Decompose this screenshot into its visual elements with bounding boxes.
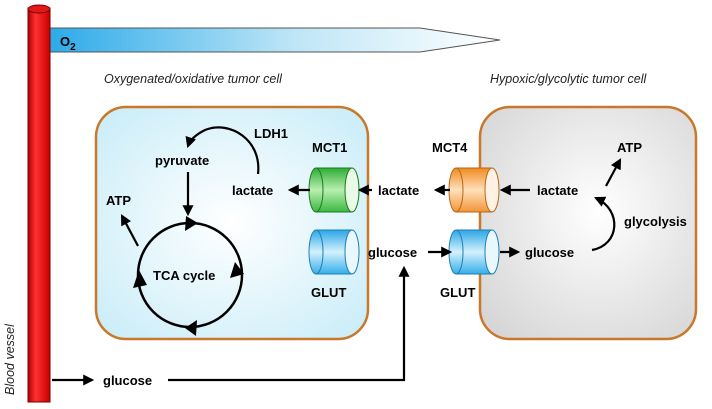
glucose-label-middle: glucose (368, 245, 417, 260)
left-cell-title: Oxygenated/oxidative tumor cell (104, 72, 283, 86)
pyruvate-label: pyruvate (155, 153, 209, 168)
mct1-transporter (308, 167, 360, 213)
glut-transporter-left (308, 229, 360, 275)
blood-vessel-top (27, 4, 51, 14)
mct4-label: MCT4 (432, 140, 468, 155)
mct4-transporter (448, 167, 500, 213)
atp-label-right: ATP (617, 140, 642, 155)
blood-vessel-label: Blood vessel (3, 323, 17, 395)
oxygenated-cell (94, 105, 370, 341)
lactate-label-right-cell: lactate (537, 183, 578, 198)
blood-vessel (27, 7, 51, 403)
glucose-to-cells-arrow (168, 265, 410, 382)
glut-label-left: GLUT (311, 285, 346, 300)
ldh1-label: LDH1 (254, 126, 288, 141)
ldh1-arrow (185, 126, 260, 175)
tca-cycle-label: TCA cycle (153, 268, 215, 283)
atp-label-left: ATP (106, 193, 131, 208)
lactate-label-extracellular: lactate (378, 183, 419, 198)
mct1-label: MCT1 (312, 140, 347, 155)
glut-transporter-right (448, 229, 500, 275)
tca-arrowhead-right (230, 262, 244, 278)
lactate-to-atp-arrow (605, 158, 622, 187)
tca-arrowhead-bottom (185, 320, 197, 336)
glycolysis-label: glycolysis (624, 214, 687, 229)
oxygen-gradient-wedge (45, 27, 501, 53)
glucose-label-bottom: glucose (103, 373, 152, 388)
lactate-label-left-cell: lactate (232, 183, 273, 198)
right-cell-title: Hypoxic/glycolytic tumor cell (490, 72, 648, 86)
tca-arrowhead-top (185, 216, 198, 231)
oxygen-label: O2 (60, 34, 76, 53)
glut-label-right: GLUT (440, 285, 475, 300)
glycolysis-arrow (591, 196, 616, 252)
tca-arrowhead-left (133, 270, 147, 288)
glucose-label-right-cell: glucose (525, 245, 574, 260)
tca-to-atp-arrow (120, 214, 139, 247)
hypoxic-cell (478, 105, 698, 341)
